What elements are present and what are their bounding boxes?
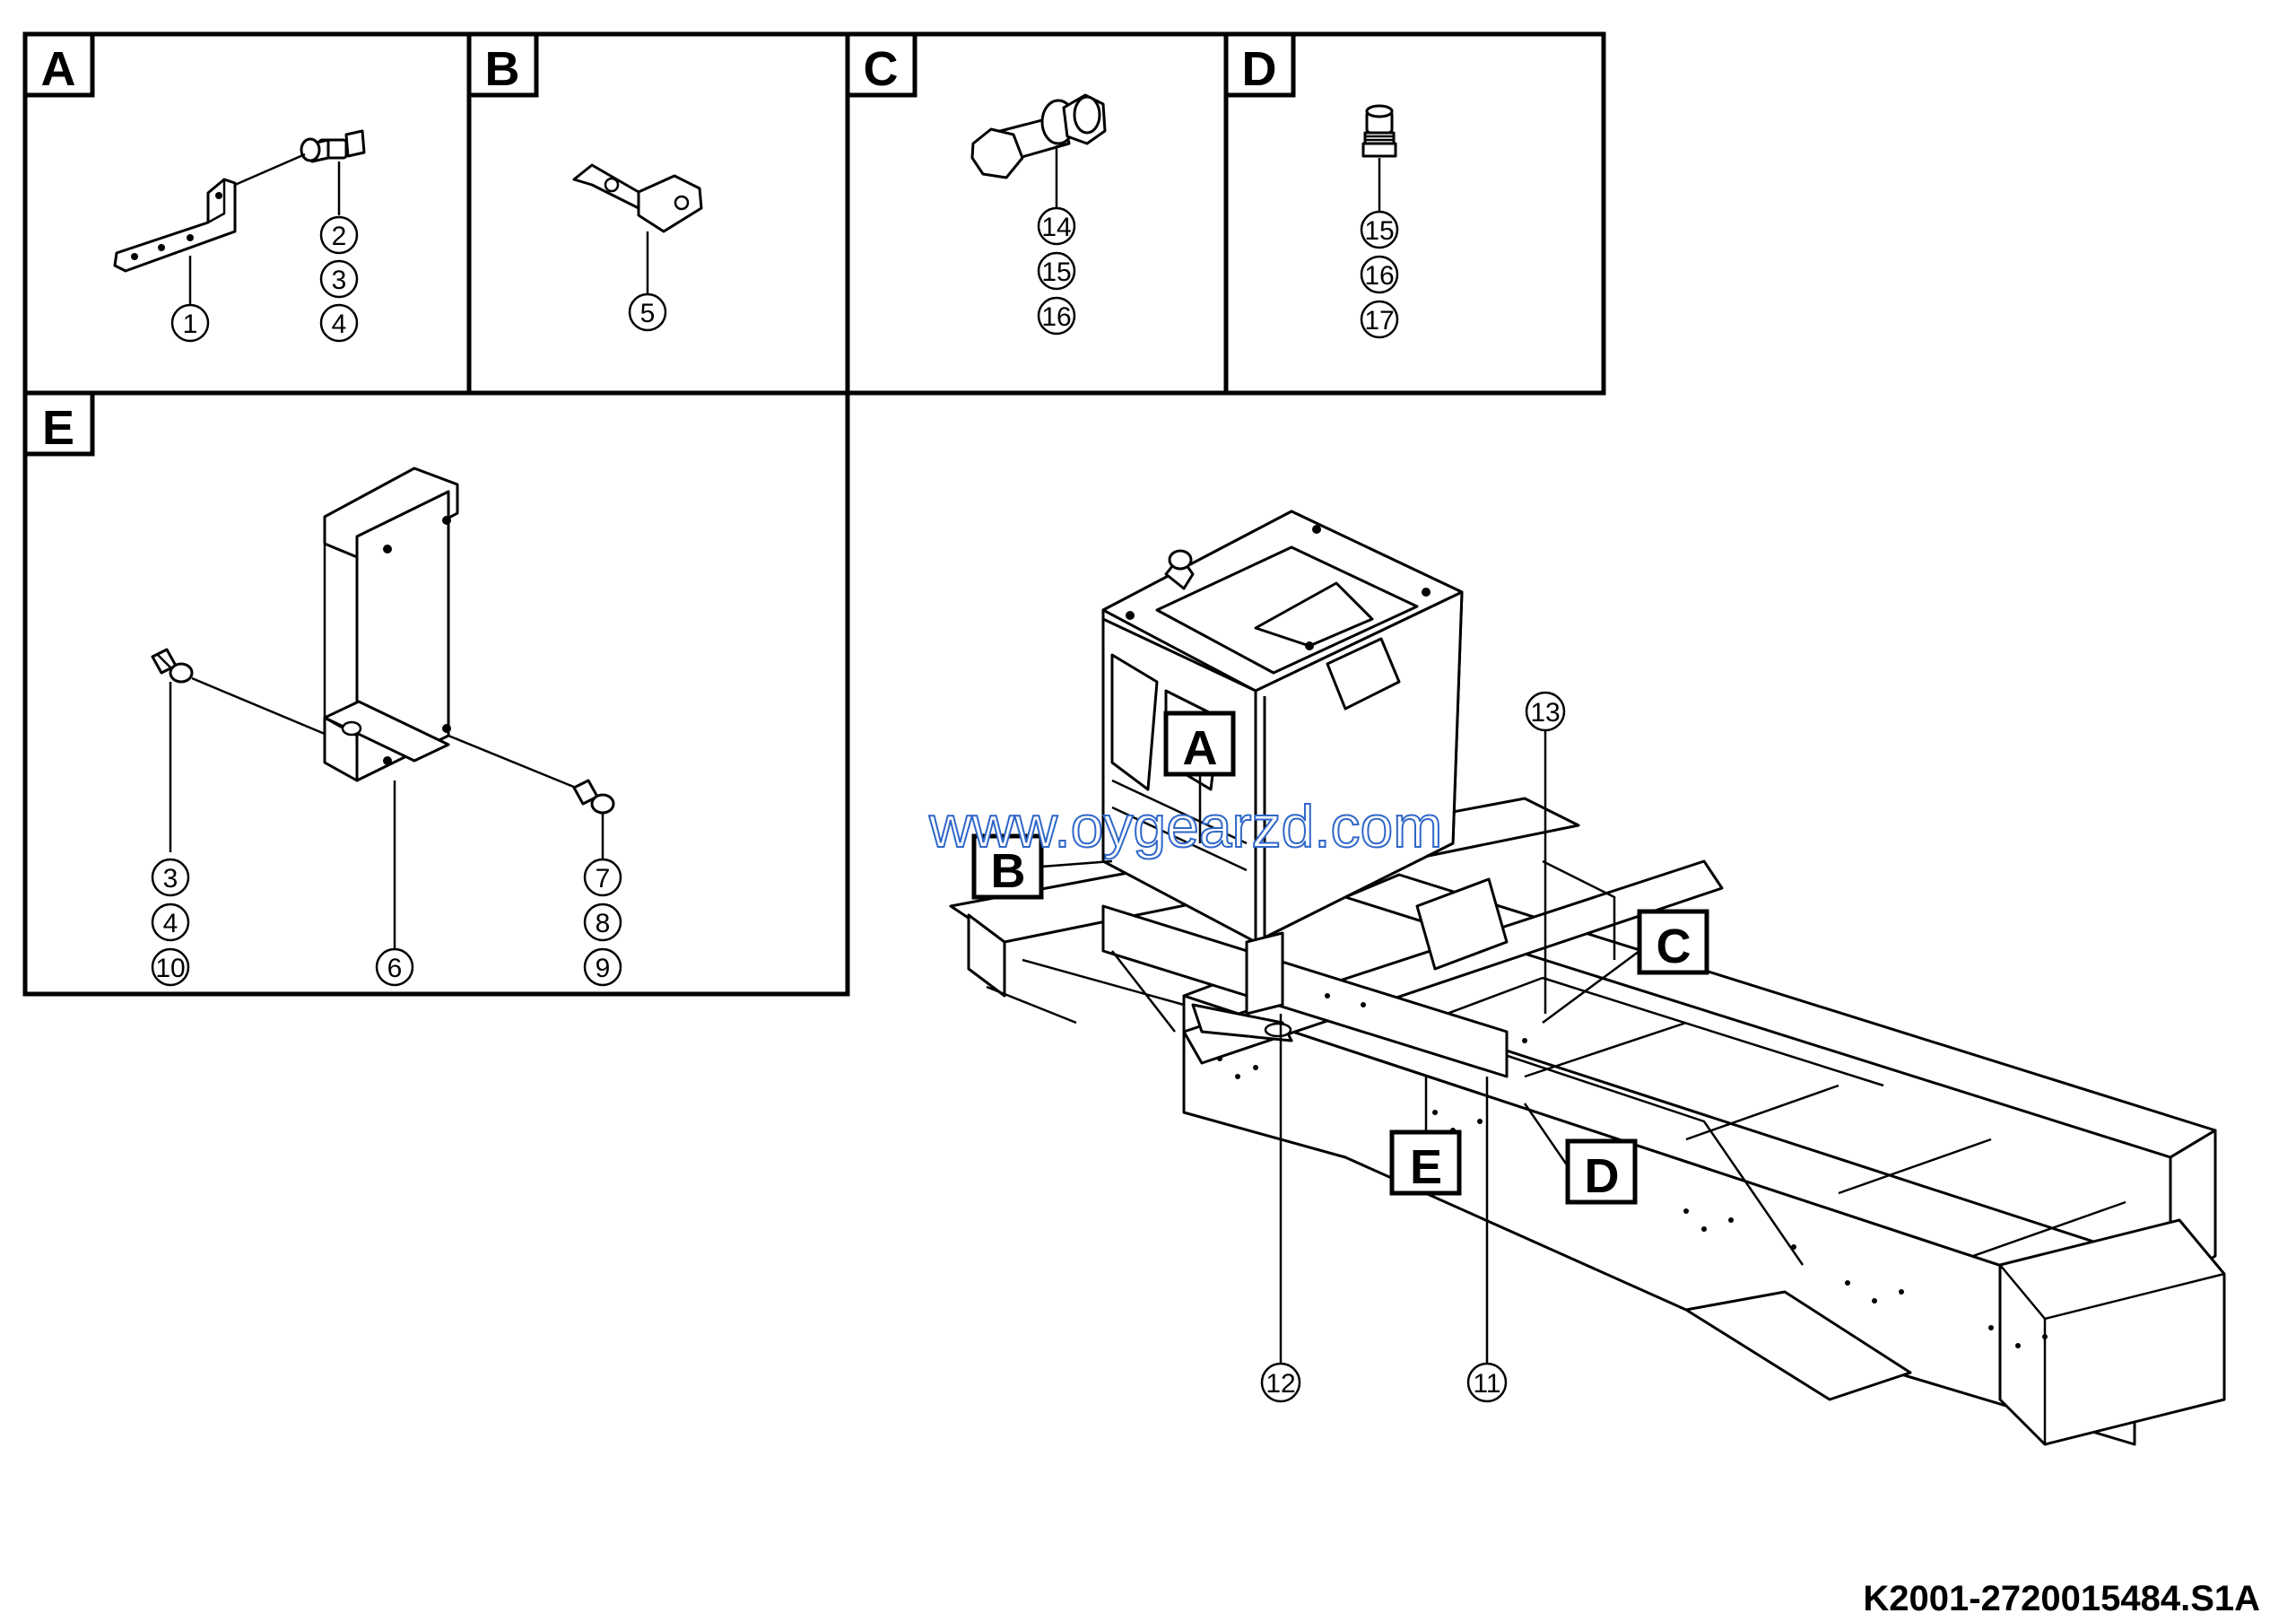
l-bracket-part: [113, 178, 237, 273]
panel-a-letter-box: [22, 31, 95, 98]
panel-a-letter: A: [41, 42, 76, 96]
panel-c-letter-box: [845, 31, 918, 98]
screw-left-part: [151, 648, 194, 684]
panel-d: D 15 16 17: [1223, 31, 1399, 339]
panel-e-letter: E: [42, 401, 74, 455]
frame-rivets: [1217, 993, 2048, 1348]
panel-e: E 3 4 10 6 7 8 9: [22, 390, 622, 987]
top-row-frame: [22, 31, 1606, 396]
callout-e-7: 7: [596, 864, 611, 894]
panel-b-letter-box: [466, 31, 539, 98]
location-d-box: [1565, 1138, 1638, 1205]
callout-a-1: 1: [183, 310, 198, 339]
location-e-box: [1389, 1129, 1462, 1196]
callout-d-16: 16: [1364, 261, 1394, 291]
panel-d-letter-box: [1223, 31, 1296, 98]
chassis-cab-view: A B C D E 13 12 11: [949, 510, 2226, 1446]
c-channel-bracket-part: [323, 467, 459, 782]
panel-e-frame: [22, 390, 850, 997]
location-a-box: [1163, 711, 1236, 777]
panel-c: C 14 15 16: [845, 31, 1107, 336]
panel-e-letter-box: [22, 390, 95, 457]
callout-c-16: 16: [1041, 302, 1071, 332]
callout-e-3: 3: [163, 864, 178, 894]
document-id: K2001-2720015484.S1A: [1863, 1579, 2260, 1618]
callout-c-15: 15: [1041, 257, 1071, 287]
location-c-box: [1637, 909, 1709, 975]
callout-d-17: 17: [1364, 306, 1394, 336]
callout-a-2: 2: [332, 222, 347, 251]
nut-washer-part: [1361, 104, 1397, 158]
callout-a-3: 3: [332, 266, 347, 295]
callout-b-5: 5: [640, 299, 656, 328]
panel-a: A 1 2 3 4: [22, 31, 366, 343]
panel-c-letter: C: [864, 42, 899, 96]
location-label-d: D: [1585, 1149, 1620, 1203]
callout-e-4: 4: [163, 909, 178, 938]
callout-e-8: 8: [596, 909, 611, 938]
large-bolt-part: [970, 93, 1107, 179]
angle-bracket-part: [572, 163, 703, 233]
callout-e-6: 6: [387, 954, 403, 983]
location-label-b: B: [991, 844, 1026, 898]
callout-main-12: 12: [1265, 1369, 1295, 1399]
callout-c-14: 14: [1041, 213, 1071, 242]
panel-b-letter: B: [485, 42, 520, 96]
callout-d-15: 15: [1364, 216, 1394, 246]
panel-d-letter: D: [1242, 42, 1277, 96]
location-label-e: E: [1410, 1140, 1442, 1194]
screw-right-part: [572, 779, 615, 815]
location-label-a: A: [1183, 721, 1218, 775]
cab-body: [1101, 510, 1464, 1016]
watermark-text: www.oygearzd.com: [928, 793, 1442, 859]
panel-b: B 5: [466, 31, 703, 332]
callout-e-9: 9: [596, 954, 611, 983]
detail-panel-grid: [22, 31, 1606, 997]
callout-main-13: 13: [1530, 698, 1560, 728]
callout-a-4: 4: [332, 310, 347, 339]
callout-main-11: 11: [1473, 1369, 1500, 1399]
callout-e-10: 10: [155, 954, 185, 983]
location-label-c: C: [1657, 920, 1692, 973]
bolt-part: [300, 129, 366, 163]
